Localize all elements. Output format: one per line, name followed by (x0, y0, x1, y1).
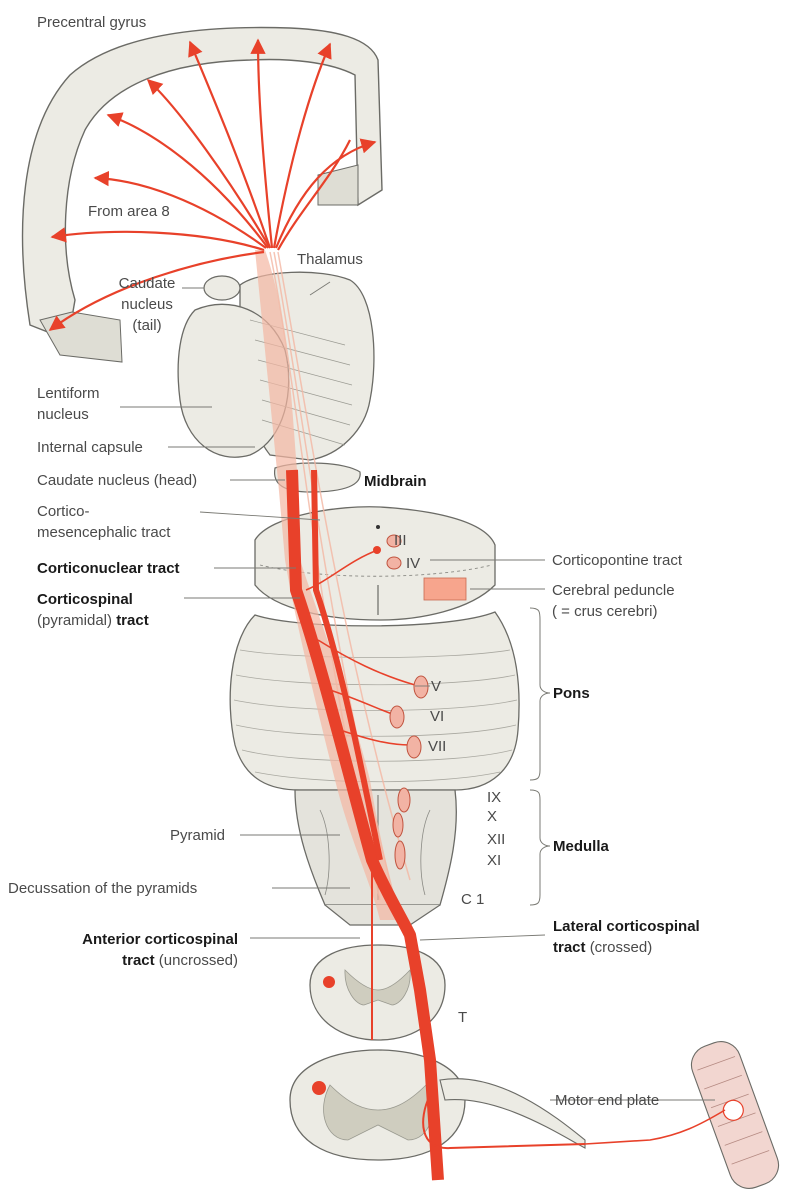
label-internal-capsule: Internal capsule (37, 439, 143, 456)
label-anterior-tract: tract (122, 952, 155, 969)
lateral-tract-lower-dot (312, 1081, 326, 1095)
motor-axon-to-muscle (584, 1109, 726, 1145)
label-corticomesencephalic: Cortico- mesencephalic tract (37, 501, 170, 543)
pons-stripes (233, 649, 518, 783)
leader-lines (120, 281, 715, 1101)
pons-shape (229, 611, 520, 791)
label-precentral-gyrus: Precentral gyrus (37, 14, 147, 31)
label-tract: tract (116, 612, 149, 629)
light-fibre-bundle (255, 250, 400, 920)
label-from-area-8: From area 8 (88, 203, 170, 220)
label-corticopontine-tract: Corticopontine tract (552, 552, 683, 569)
label-caudate-tail-line2: nucleus (121, 296, 173, 313)
label-pyramidal: (pyramidal) (37, 612, 113, 629)
label-corticomes-line1: Cortico- (37, 503, 90, 520)
label-corticomes-line2: mesencephalic tract (37, 524, 171, 541)
label-crossed: (crossed) (589, 939, 653, 956)
label-nerve-X: X (487, 808, 498, 825)
label-midbrain: Midbrain (364, 473, 427, 490)
label-anterior-corticospinal: Anterior corticospinal tract (uncrossed) (30, 929, 238, 971)
cranial-nuclei (386, 534, 429, 870)
lateral-tract-upper-dot (323, 976, 335, 988)
label-nerve-VII: VII (428, 738, 447, 755)
lentiform-nucleus-shape (177, 303, 290, 458)
label-corticonuclear-tract: Corticonuclear tract (37, 560, 180, 577)
label-nerve-III: III (394, 532, 407, 549)
label-lentiform-nucleus: Lentiform nucleus (37, 383, 100, 425)
label-lateral-line1: Lateral corticospinal (553, 918, 700, 935)
pons-brace (529, 607, 551, 781)
caudate-tail-shape (203, 275, 241, 301)
label-pyramid: Pyramid (170, 827, 226, 844)
label-anterior-line1: Anterior corticospinal (82, 931, 238, 948)
label-decussation: Decussation of the pyramids (8, 880, 198, 897)
label-thalamus: Thalamus (297, 251, 363, 268)
medulla-olive-right (420, 809, 431, 896)
label-pons: Pons (553, 685, 590, 702)
motor-neuron-loop (422, 1094, 586, 1150)
label-nerve-XII: XII (487, 831, 506, 848)
label-caudate-tail-line3: (tail) (132, 317, 162, 334)
label-lentiform-line2: nucleus (37, 406, 89, 423)
label-peduncle-line2: ( = crus cerebri) (552, 603, 658, 620)
label-corticospinal-tract: Corticospinal (pyramidal) tract (37, 589, 149, 631)
corticospinal-tract-second (311, 469, 383, 861)
label-caudate-tail: Caudate nucleus (tail) (102, 273, 192, 336)
midbrain-center-dot (376, 525, 380, 529)
label-caudate-tail-line1: Caudate (118, 275, 176, 292)
muscle-fibre (690, 1041, 780, 1189)
label-nerve-IX: IX (487, 789, 502, 806)
label-uncrossed: (uncrossed) (158, 952, 238, 969)
label-corticospinal-line1: Corticospinal (37, 591, 133, 608)
corticopontine-area (423, 577, 467, 601)
label-cerebral-peduncle: Cerebral peduncle ( = crus cerebri) (552, 580, 675, 622)
label-lateral-tract: tract (553, 939, 586, 956)
internal-capsule-fibres (249, 319, 353, 446)
midbrain-top-line (259, 564, 493, 577)
oculomotor-dot (373, 546, 381, 554)
label-peduncle-line1: Cerebral peduncle (552, 582, 675, 599)
medulla-olive-left (319, 809, 330, 896)
label-t: T (458, 1009, 468, 1026)
label-nerve-V: V (431, 678, 442, 695)
corticospinal-tract-main (286, 469, 444, 1181)
label-motor-end-plate: Motor end plate (555, 1092, 660, 1109)
label-medulla: Medulla (553, 838, 609, 855)
label-caudate-head: Caudate nucleus (head) (37, 472, 198, 489)
label-nerve-XI: XI (487, 852, 502, 869)
label-c1: C 1 (461, 891, 485, 908)
label-lentiform-line1: Lentiform (37, 385, 100, 402)
cortical-radiation (48, 38, 377, 331)
label-nerve-IV: IV (406, 555, 421, 572)
precentral-gyrus-arch (21, 26, 383, 341)
label-lateral-corticospinal: Lateral corticospinal tract (crossed) (553, 916, 700, 958)
label-nerve-VI: VI (430, 708, 445, 725)
medulla-brace (529, 789, 551, 906)
